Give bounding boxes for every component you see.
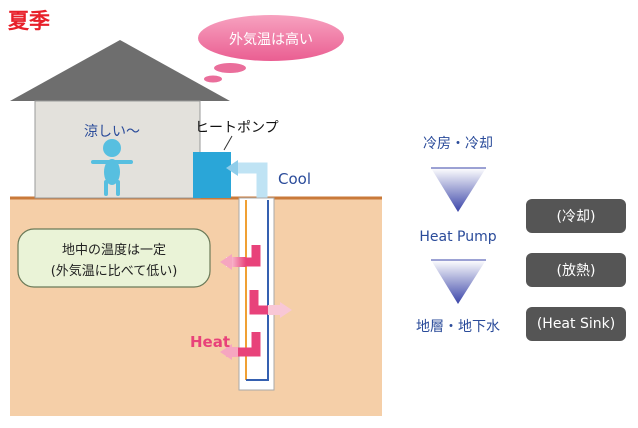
heat-arrow-1 [220, 245, 261, 270]
badge-cooling: (冷却) [526, 199, 626, 233]
heat-pump-label: ヒートポンプ [195, 120, 279, 136]
heat-pump-pointer [223, 135, 233, 151]
flow-arrow-bottom [431, 260, 486, 304]
badge-heat-sink: (Heat Sink) [526, 307, 626, 341]
temperature-balloon [198, 15, 344, 83]
room-label: 涼しい〜 [84, 124, 140, 140]
flow-top-label: 冷房・冷却 [423, 136, 493, 152]
person-icon [91, 139, 133, 196]
info-line-1: 地中の温度は一定 [62, 242, 166, 258]
flow-arrow-top [431, 168, 486, 212]
flow-middle-label: Heat Pump [419, 229, 496, 245]
info-line-2: (外気温に比べて低い) [51, 263, 178, 279]
season-label: 夏季 [8, 9, 50, 33]
badge-heat-release: (放熱) [526, 253, 626, 287]
heat-pump-unit [193, 152, 231, 198]
heat-arrow-2 [249, 290, 292, 318]
flow-bottom-label: 地層・地下水 [416, 319, 500, 335]
ground-temperature-box [17, 228, 211, 288]
balloon-text: 外気温は高い [229, 31, 313, 48]
house-roof [10, 40, 230, 101]
heat-label: Heat [190, 333, 230, 351]
pipe-in [246, 200, 269, 381]
heat-arrow-3 [220, 332, 261, 360]
cool-arrow [234, 162, 268, 198]
cool-label: Cool [278, 170, 311, 188]
